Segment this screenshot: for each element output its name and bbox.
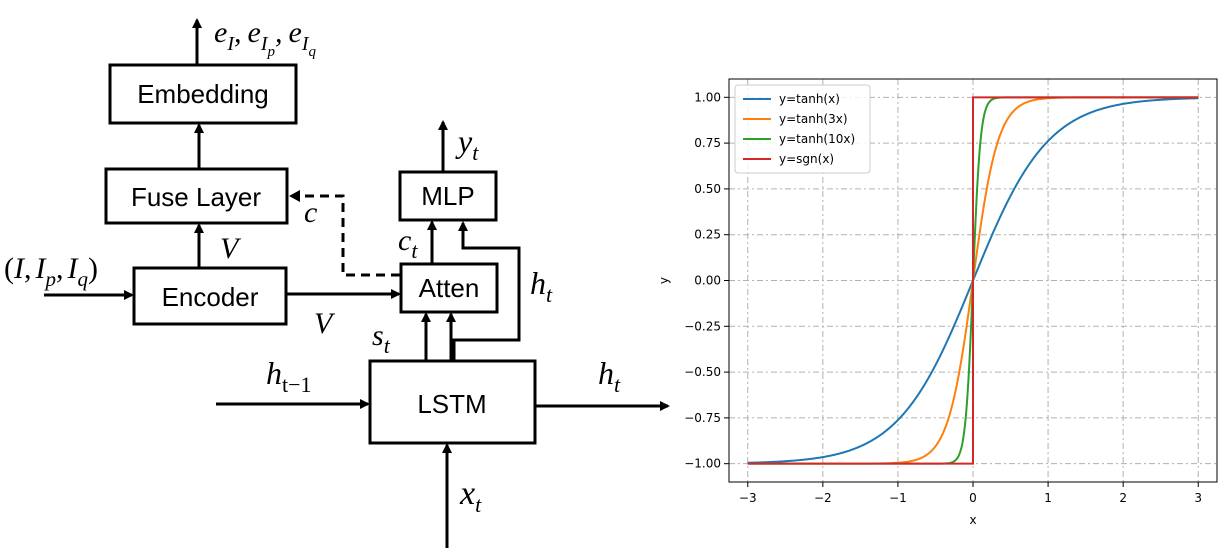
- series-line-3: [747, 96, 1199, 465]
- output-embeddings-label: eI,eIp,eIq: [214, 16, 317, 60]
- c-t-label: ct: [398, 224, 418, 263]
- svg-text:ct: ct: [398, 224, 418, 263]
- chart-ticks: −3 −2 −1 0 1 2 3 −1.00 −0.75 −0.50 −0.25 0.00 0.25 0.…: [684, 90, 1202, 505]
- x-tick-label: −1: [889, 491, 907, 505]
- input-images-label: (I,Ip,Iq): [4, 252, 98, 291]
- x-tick-label: 1: [1044, 491, 1052, 505]
- h-t-label-output: ht: [598, 355, 621, 397]
- h-t-label-right: ht: [530, 265, 553, 307]
- svg-text:ht−1: ht−1: [266, 355, 312, 397]
- legend-entry: y=tanh(x): [779, 92, 840, 106]
- y-axis-label: y: [657, 277, 671, 284]
- svg-text:eI,eIp,eIq: eI,eIp,eIq: [214, 16, 317, 60]
- y-tick-label: 0.00: [694, 274, 721, 288]
- y-tick-label: −0.25: [684, 319, 721, 333]
- lstm-label: LSTM: [417, 389, 486, 419]
- x-axis-label: x: [969, 513, 976, 527]
- s-t-label: st: [372, 319, 391, 358]
- x-tick-label: −3: [739, 491, 757, 505]
- x-tick-label: −2: [814, 491, 832, 505]
- x-tick-label: 0: [969, 491, 977, 505]
- arrow-ht-feedback: [452, 221, 521, 360]
- c-label: c: [304, 196, 317, 229]
- svg-text:ht: ht: [530, 265, 553, 307]
- y-tick-label: −1.00: [684, 457, 721, 471]
- embedding-label: Embedding: [137, 79, 269, 109]
- atten-label: Atten: [419, 273, 480, 303]
- legend-entry: y=tanh(10x): [779, 132, 855, 146]
- mlp-label: MLP: [421, 181, 474, 211]
- y-tick-label: −0.50: [684, 365, 721, 379]
- x-tick-label: 3: [1194, 491, 1202, 505]
- svg-text:yt: yt: [455, 123, 479, 165]
- y-tick-label: −0.75: [684, 411, 721, 425]
- V-label-upper: V: [220, 232, 242, 265]
- dashed-context-path: [294, 194, 400, 277]
- dashed-arrowhead: [289, 190, 300, 202]
- chart-series: [747, 96, 1199, 465]
- svg-text:st: st: [372, 319, 391, 358]
- encoder-block: Encoder: [132, 266, 288, 326]
- y-tick-label: 0.75: [694, 136, 721, 150]
- architecture-diagram: eI,eIp,eIq Embedding Fuse Layer V Encode…: [4, 16, 670, 548]
- legend-box: [734, 84, 871, 174]
- mlp-block: MLP: [398, 170, 498, 222]
- atten-block: Atten: [399, 262, 499, 314]
- y-t-label: yt: [455, 123, 479, 165]
- tanh-chart: −3 −2 −1 0 1 2 3 −1.00 −0.75 −0.50 −0.25 0.00 0.25 0.…: [657, 78, 1218, 527]
- lstm-block: LSTM: [368, 359, 537, 445]
- svg-text:(I,Ip,Iq): (I,Ip,Iq): [4, 252, 98, 291]
- encoder-label: Encoder: [162, 282, 259, 312]
- chart-legend: y=tanh(x) y=tanh(3x) y=tanh(10x) y=sgn(x): [734, 84, 871, 174]
- y-tick-label: 0.50: [694, 182, 721, 196]
- y-tick-label: 0.25: [694, 228, 721, 242]
- y-tick-label: 1.00: [694, 90, 721, 104]
- x-t-label: xt: [459, 475, 482, 517]
- svg-text:ht: ht: [598, 355, 621, 397]
- embedding-block: Embedding: [108, 63, 298, 125]
- V-label-lower: V: [314, 307, 336, 340]
- x-tick-label: 2: [1119, 491, 1127, 505]
- fuse-layer-block: Fuse Layer: [104, 167, 289, 225]
- h-prev-label: ht−1: [266, 355, 312, 397]
- svg-text:xt: xt: [459, 475, 482, 517]
- legend-entry: y=tanh(3x): [779, 112, 848, 126]
- fuse-layer-label: Fuse Layer: [131, 182, 261, 212]
- legend-entry: y=sgn(x): [779, 152, 834, 166]
